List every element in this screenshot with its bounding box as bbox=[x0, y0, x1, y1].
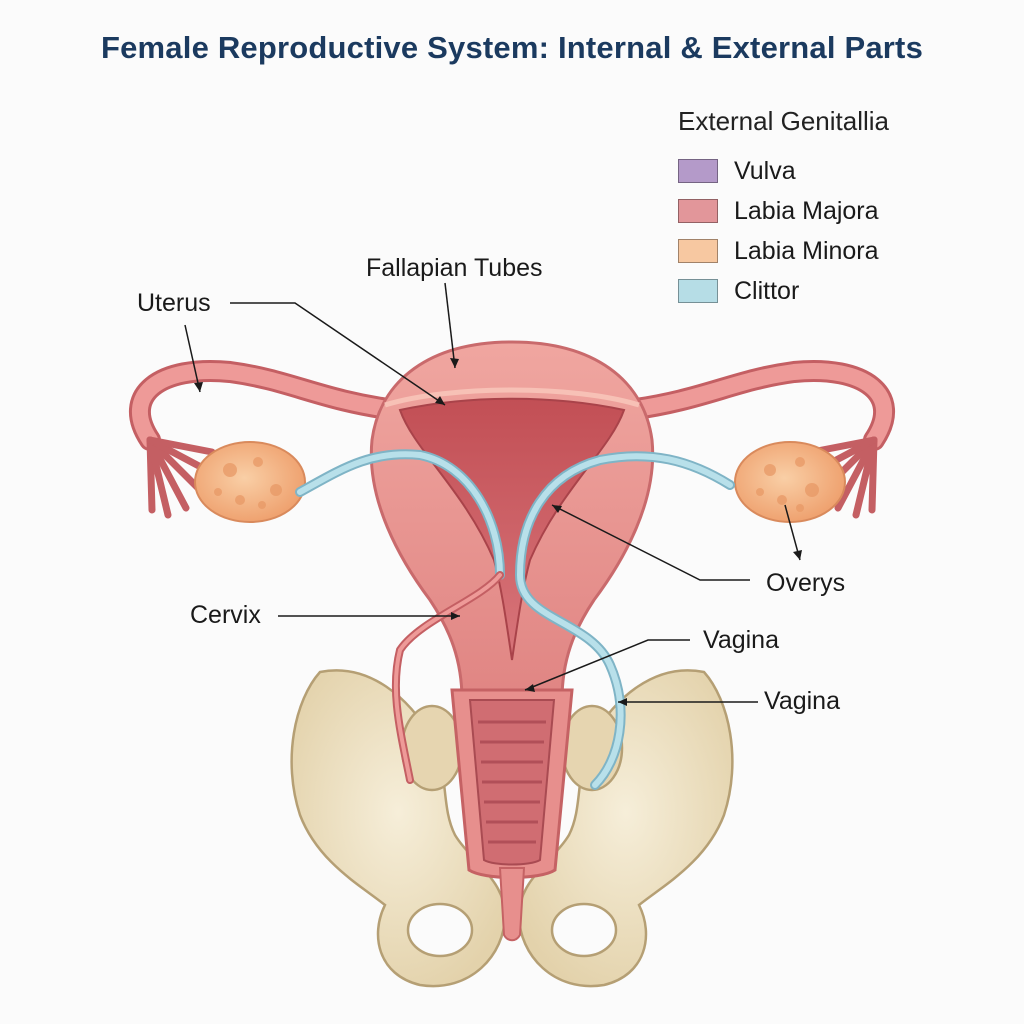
legend-swatch-labia-majora bbox=[678, 199, 718, 224]
legend-item-vulva: Vulva bbox=[678, 151, 1008, 191]
label-fallopian-tubes: Fallapian Tubes bbox=[366, 254, 543, 282]
ligament-lines bbox=[295, 449, 735, 790]
label-vagina: Vagina bbox=[703, 626, 779, 654]
legend-item-labia-majora: Labia Majora bbox=[678, 191, 1008, 231]
legend-label: Labia Majora bbox=[734, 196, 879, 225]
legend-item-clittor: Clittor bbox=[678, 271, 1008, 311]
legend-label: Vulva bbox=[734, 156, 796, 185]
label-uterus: Uterus bbox=[137, 289, 211, 317]
pelvis-bone bbox=[290, 669, 734, 988]
fallopian-tubes bbox=[128, 360, 896, 451]
legend-item-labia-minora: Labia Minora bbox=[678, 231, 1008, 271]
uterus bbox=[369, 340, 655, 702]
round-ligament bbox=[391, 571, 504, 784]
label-vagina-secondary: Vagina bbox=[764, 687, 840, 715]
legend-label: Labia Minora bbox=[734, 236, 879, 265]
vaginal-canal bbox=[450, 688, 574, 942]
page-title: Female Reproductive System: Internal & E… bbox=[100, 30, 924, 65]
legend-swatch-vulva bbox=[678, 159, 718, 184]
legend-label: Clittor bbox=[734, 276, 800, 305]
fimbriae bbox=[146, 436, 878, 519]
label-ovaries: Overys bbox=[766, 569, 846, 597]
legend: External Genitallia Vulva Labia Majora L… bbox=[678, 106, 1008, 311]
leader-lines bbox=[184, 282, 801, 703]
label-cervix: Cervix bbox=[190, 601, 261, 629]
arrowheads bbox=[194, 358, 802, 706]
legend-swatch-clittor bbox=[678, 279, 718, 304]
legend-swatch-labia-minora bbox=[678, 239, 718, 264]
legend-title: External Genitallia bbox=[678, 106, 889, 136]
